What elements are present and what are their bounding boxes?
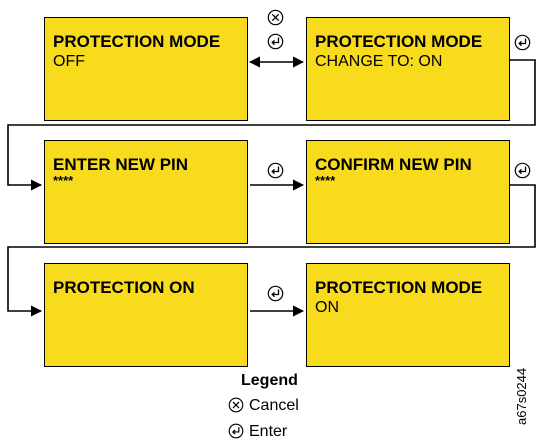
- enter-icon: [267, 162, 284, 179]
- arrow-change-to-enter-pin: [7, 59, 536, 191]
- box-confirm-new-pin: CONFIRM NEW PIN ****: [306, 140, 510, 244]
- box-enter-new-pin: ENTER NEW PIN ****: [44, 140, 248, 244]
- box-title: PROTECTION MODE: [315, 278, 483, 297]
- box-value: ****: [53, 173, 74, 188]
- box-title: ENTER NEW PIN: [53, 155, 189, 174]
- box-value: CHANGE TO: ON: [315, 53, 443, 70]
- legend-title: Legend: [241, 372, 298, 389]
- arrow-confirm-to-protection-on: [7, 184, 536, 317]
- cancel-icon: [228, 397, 244, 413]
- enter-icon: [267, 285, 284, 302]
- enter-icon: [514, 34, 531, 51]
- box-value: ON: [315, 299, 339, 316]
- box-protection-mode-on: PROTECTION MODE ON: [306, 263, 510, 367]
- enter-icon: [514, 162, 531, 179]
- legend-enter: Enter: [228, 423, 287, 441]
- figure-id: a67s0244: [514, 367, 529, 425]
- box-value: OFF: [53, 53, 85, 70]
- legend-enter-label: Enter: [249, 423, 288, 440]
- box-protection-on: PROTECTION ON: [44, 263, 248, 367]
- legend-cancel: Cancel: [228, 397, 299, 415]
- box-protection-mode-off: PROTECTION MODE OFF: [44, 17, 248, 121]
- box-protection-mode-change: PROTECTION MODE CHANGE TO: ON: [306, 17, 510, 121]
- box-title: CONFIRM NEW PIN: [315, 155, 472, 174]
- enter-icon: [267, 33, 284, 50]
- enter-icon: [228, 423, 244, 439]
- box-value: ****: [315, 173, 336, 188]
- cancel-icon: [267, 9, 284, 26]
- legend-cancel-label: Cancel: [249, 397, 299, 414]
- box-title: PROTECTION MODE: [315, 32, 483, 51]
- box-title: PROTECTION MODE: [53, 32, 221, 51]
- box-title: PROTECTION ON: [53, 278, 195, 297]
